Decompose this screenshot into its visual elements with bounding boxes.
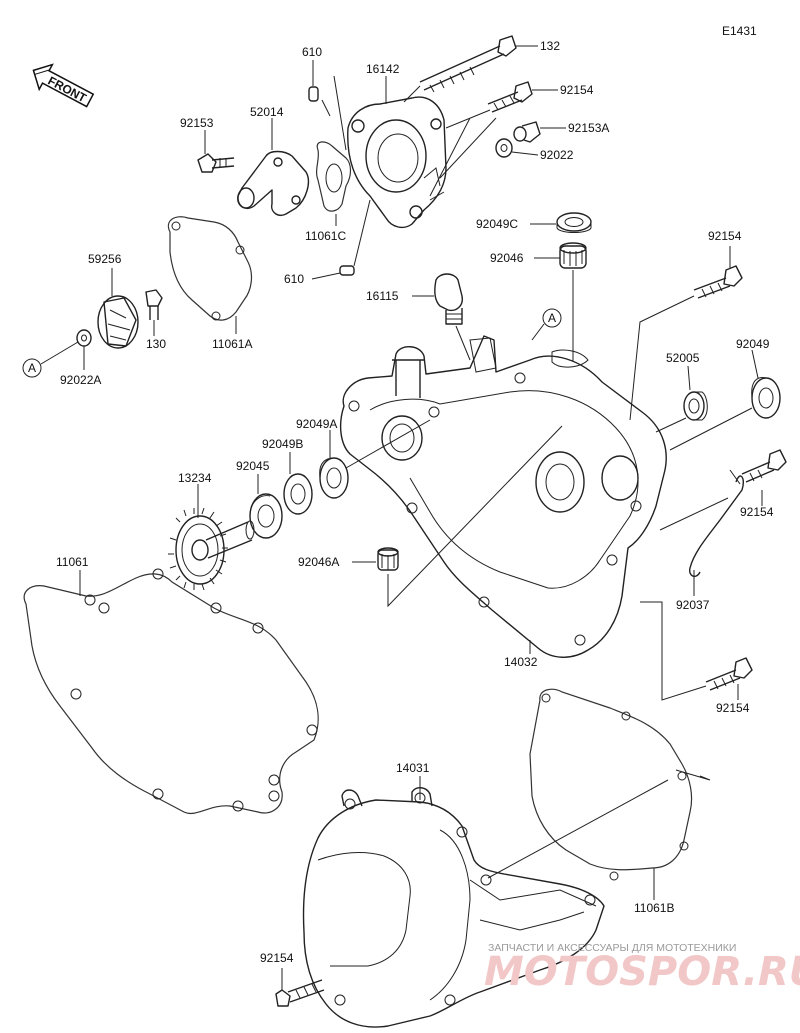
label-92154-b: 92154 bbox=[708, 229, 742, 243]
label-92154-d: 92154 bbox=[716, 701, 750, 715]
oil-seal-92049A bbox=[319, 457, 349, 499]
label-610-b: 610 bbox=[284, 272, 304, 286]
watermark-caption: ЗАПЧАСТИ И АКСЕССУАРЫ ДЛЯ МОТОТЕХНИКИ bbox=[488, 942, 736, 954]
label-92049A: 92049A bbox=[296, 417, 337, 431]
ref-marker-a-left: A bbox=[22, 341, 79, 378]
label-92049: 92049 bbox=[736, 337, 770, 351]
bolt-130 bbox=[145, 289, 163, 320]
bolt-92153A bbox=[513, 121, 541, 143]
bolt-92154-mid bbox=[741, 449, 787, 483]
label-13234: 13234 bbox=[178, 471, 212, 485]
bolt-92154-bottom bbox=[275, 979, 325, 1007]
dowel-pin-610-bottom bbox=[339, 265, 355, 276]
oil-seal-92049 bbox=[751, 377, 781, 419]
bolt-92154-lower bbox=[705, 657, 753, 691]
ball-bearing-92045 bbox=[249, 493, 283, 539]
label-14031: 14031 bbox=[396, 761, 430, 775]
label-11061B: 11061B bbox=[634, 901, 674, 915]
label-52014: 52014 bbox=[250, 105, 284, 119]
label-92153A: 92153A bbox=[568, 121, 609, 135]
impeller-59256 bbox=[97, 295, 139, 349]
label-130: 130 bbox=[146, 337, 166, 351]
collar-52005 bbox=[683, 391, 708, 421]
ref-marker-a-right: A bbox=[531, 308, 562, 341]
bolt-132 bbox=[419, 35, 517, 93]
label-16142: 16142 bbox=[366, 62, 400, 76]
label-11061A: 11061A bbox=[212, 337, 252, 351]
gasket-11061B bbox=[529, 688, 711, 881]
clamp-92037 bbox=[688, 469, 745, 578]
label-14032: 14032 bbox=[504, 655, 538, 669]
washer-92022A bbox=[76, 329, 92, 347]
label-92153: 92153 bbox=[180, 116, 214, 130]
label-92037: 92037 bbox=[676, 598, 710, 612]
label-11061C: 11061C bbox=[305, 229, 346, 243]
label-11061: 11061 bbox=[56, 555, 89, 569]
clutch-cover-14032 bbox=[339, 335, 667, 658]
needle-bearing-92046A bbox=[377, 547, 399, 571]
label-92154-a: 92154 bbox=[560, 83, 594, 97]
washer-92022 bbox=[495, 138, 513, 158]
label-92046: 92046 bbox=[490, 251, 524, 265]
label-92022A: 92022A bbox=[60, 373, 101, 387]
gasket-11061C bbox=[315, 141, 352, 212]
label-132: 132 bbox=[540, 39, 560, 53]
label-92049B: 92049B bbox=[262, 437, 303, 451]
filler-cap-16115 bbox=[434, 273, 463, 325]
label-610-a: 610 bbox=[302, 45, 322, 59]
label-16115: 16115 bbox=[366, 289, 399, 303]
ref-marker-a-right-label: A bbox=[548, 311, 556, 325]
pump-fitting-52014 bbox=[237, 150, 310, 216]
label-92046A: 92046A bbox=[298, 555, 339, 569]
label-92045: 92045 bbox=[236, 459, 270, 473]
needle-bearing-92046 bbox=[559, 242, 587, 269]
pump-gear-13234 bbox=[168, 507, 255, 591]
oil-seal-92049C bbox=[556, 212, 592, 233]
bolt-92153 bbox=[197, 153, 235, 173]
watermark-brand: MOTOSPOR.RU bbox=[484, 949, 800, 995]
gasket-11061 bbox=[23, 568, 319, 814]
label-92022: 92022 bbox=[540, 148, 574, 162]
dowel-pin-610-top bbox=[308, 86, 319, 102]
label-59256: 59256 bbox=[88, 252, 122, 266]
bolt-92154-top bbox=[487, 81, 533, 113]
label-92154-e: 92154 bbox=[260, 951, 294, 965]
front-arrow-icon: FRONT bbox=[32, 63, 95, 108]
bolt-92154-right bbox=[693, 265, 743, 299]
pump-cover-16142 bbox=[347, 96, 447, 229]
label-92049C: 92049C bbox=[476, 217, 518, 231]
generator-cover-14031 bbox=[302, 787, 605, 1028]
label-92154-c: 92154 bbox=[740, 505, 774, 519]
front-label: FRONT bbox=[46, 74, 90, 106]
gasket-11061A bbox=[167, 216, 253, 321]
oil-seal-92049B bbox=[283, 473, 313, 515]
ref-marker-a-left-label: A bbox=[28, 361, 36, 375]
label-52005: 52005 bbox=[666, 351, 700, 365]
diagram-id: E1431 bbox=[722, 24, 757, 38]
